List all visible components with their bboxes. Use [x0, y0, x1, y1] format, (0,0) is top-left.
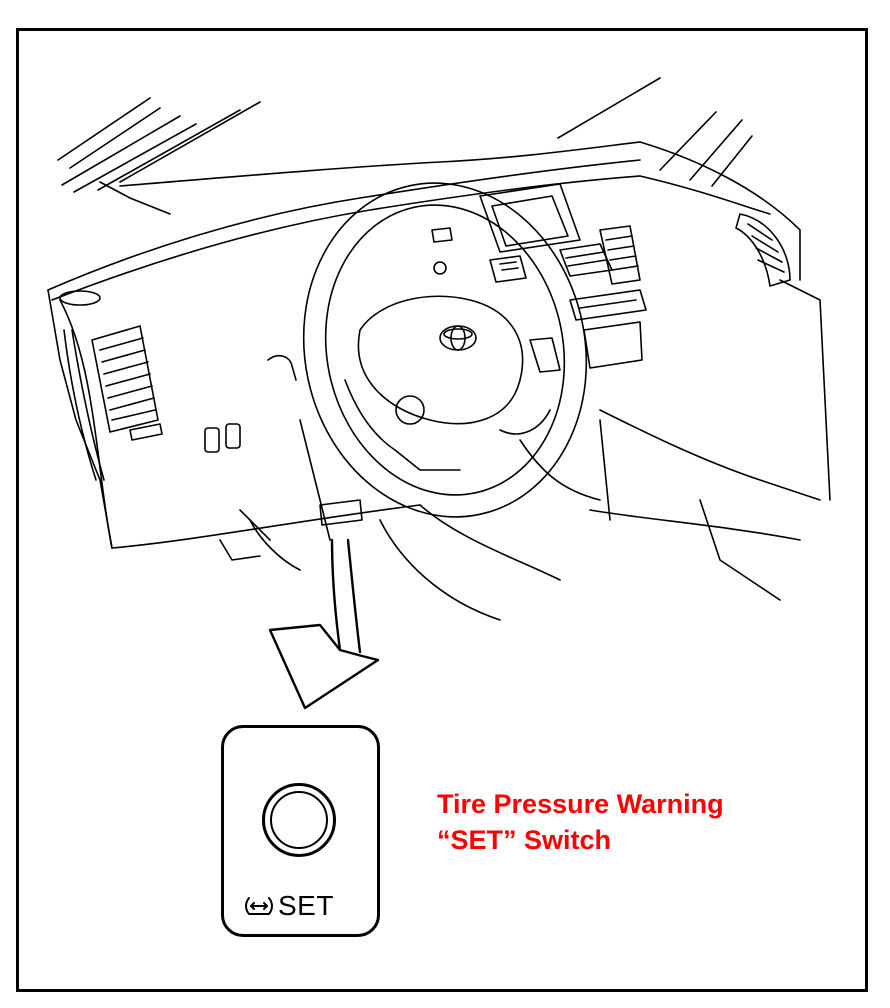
steering-column [219, 419, 363, 571]
callout-line-1: Tire Pressure Warning [437, 789, 724, 819]
left-air-vent [59, 290, 163, 441]
set-switch-label: SET [278, 890, 334, 921]
down-arrow-icon [268, 538, 380, 710]
dashboard-outline [47, 141, 831, 621]
set-button[interactable] [262, 783, 336, 857]
toyota-emblem-icon [439, 325, 477, 351]
set-switch-panel: SET [221, 725, 380, 937]
steering-wheel [302, 182, 588, 518]
set-button-ring [270, 791, 328, 849]
right-air-vent [735, 213, 791, 287]
center-console [479, 183, 647, 369]
windshield-lines [57, 77, 753, 193]
set-switch-legend: SET [244, 888, 334, 924]
dash-switches [204, 354, 297, 453]
diagram-frame [16, 28, 868, 992]
callout-line-2: “SET” Switch [437, 825, 612, 855]
callout-text: Tire Pressure Warning “SET” Switch [437, 786, 724, 858]
tire-pressure-icon [245, 897, 273, 915]
